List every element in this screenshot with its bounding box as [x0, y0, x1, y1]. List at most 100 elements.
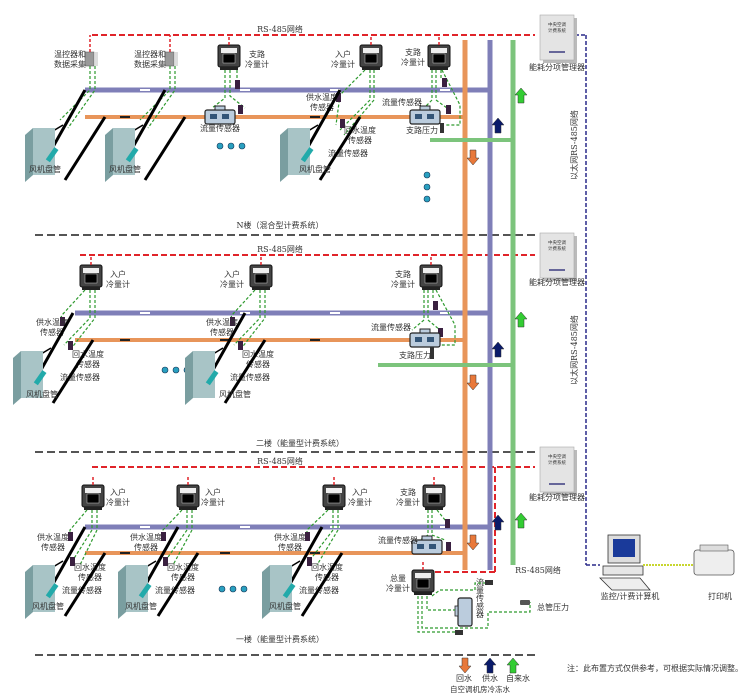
signal-wire	[63, 290, 91, 346]
coil-return-pipe	[63, 552, 107, 617]
temp-sensor-icon	[305, 532, 310, 541]
flow-sensor-body	[204, 109, 236, 125]
total-meter-label: 冷量计	[386, 583, 410, 593]
meter-label-area	[85, 488, 101, 493]
meter-base	[430, 67, 448, 70]
fan-coil-front	[33, 128, 55, 175]
temp-sensor-icon	[455, 630, 463, 635]
coil-flow-sensor	[33, 370, 47, 386]
flow-sensor-top	[214, 105, 226, 111]
cabinet-badge	[549, 483, 565, 485]
return-temp-label: 传感器	[76, 359, 100, 369]
floor-label: 一楼（能量型计费系统）	[236, 634, 324, 644]
cabinet-body	[539, 14, 575, 61]
meter-base	[325, 507, 343, 510]
meter-display	[254, 273, 268, 284]
return-temp-label: 传感器	[246, 359, 270, 369]
legend-tap-label: 自来水	[506, 673, 530, 683]
computer-label: 监控/计费计算机	[601, 591, 660, 601]
meter-label: 入户	[110, 487, 126, 497]
fan-coil-unit	[13, 312, 95, 405]
tap-water-arrow-icon	[514, 512, 528, 529]
return-temp-label: 回水温度	[167, 562, 199, 572]
coil-return-pipe	[223, 339, 267, 404]
signal-wire	[431, 510, 446, 541]
meter-display	[84, 273, 98, 284]
flow-sensor	[204, 105, 236, 125]
signal-wire	[427, 290, 441, 331]
meter-base	[82, 287, 100, 290]
ethernet-label: 以太网RS-485网络	[569, 110, 579, 180]
cabinet-badge	[549, 269, 565, 271]
fan-coil-front	[113, 128, 135, 175]
fan-coil-side	[280, 128, 288, 182]
supply-temp-label: 供水温度	[306, 92, 338, 102]
flow-sensor-side	[454, 605, 459, 617]
return-flow-arrow-icon	[466, 149, 480, 166]
fan-coil-label: 风机盘管	[26, 389, 58, 399]
fan-coil-front	[193, 351, 215, 398]
supply-temp-label: 供水温度	[274, 532, 306, 542]
more-units-dot	[240, 585, 248, 593]
monitor-screen	[613, 539, 635, 557]
meter-label-area	[180, 488, 196, 493]
collector-body	[164, 51, 175, 67]
meter-label: 冷量计	[220, 279, 244, 289]
coil-flow-sensor	[45, 147, 59, 163]
main-flow-sensor	[454, 597, 473, 627]
return-flow-arrow-icon	[466, 374, 480, 391]
meter-label: 冷量计	[201, 497, 225, 507]
temp-sensor-icon	[238, 105, 243, 114]
legend-supply-arrow-icon	[483, 657, 497, 674]
flow-sensor-window	[210, 114, 217, 119]
rs485-label: RS-485网络	[257, 456, 303, 466]
meter-display	[327, 493, 341, 504]
collector-label: 温控器和	[54, 49, 86, 59]
legend-return-label: 回水	[456, 673, 472, 683]
flow-sensor-window	[415, 337, 422, 342]
supply-temp-label: 供水温度	[37, 532, 69, 542]
more-units-dot	[423, 171, 431, 179]
meter-base	[422, 287, 440, 290]
collector-label: 数据采集	[54, 59, 86, 69]
signal-wire	[67, 66, 96, 129]
signal-wire	[233, 290, 261, 346]
main-flow-sensor-label: 流量传感器	[476, 577, 485, 619]
meter-display	[427, 493, 441, 504]
flow-sensor-window	[427, 337, 434, 342]
cold-meter	[419, 255, 443, 290]
energy-manager-label: 能耗分项管理器	[529, 492, 585, 502]
fan-coil-side	[25, 128, 33, 182]
pressure-sensor-icon	[430, 347, 434, 359]
signal-wire	[147, 66, 176, 129]
temp-sensor-icon	[336, 93, 341, 102]
temp-sensor-icon	[68, 341, 73, 350]
fan-coil-unit	[25, 89, 107, 182]
rs485-label: RS-485网络	[257, 24, 303, 34]
fan-coil-label: 风机盘管	[32, 601, 64, 611]
cold-meter	[322, 475, 346, 510]
signal-wire	[165, 510, 188, 561]
temp-sensor-icon	[163, 557, 168, 566]
cold-meter	[81, 475, 105, 510]
flow-sensor-window	[427, 114, 434, 119]
meter-label: 冷量计	[106, 279, 130, 289]
signal-wire	[316, 510, 339, 566]
supply-temp-label: 供水温度	[36, 317, 68, 327]
flow-sensor-label: 流量传感器	[378, 535, 418, 545]
cabinet-body	[539, 446, 575, 493]
supply-flow-arrow-icon	[491, 341, 505, 358]
fan-coil-side	[185, 351, 193, 405]
return-temp-label: 回水温度	[344, 125, 376, 135]
flow-sensor-window	[222, 114, 229, 119]
more-units-dot	[238, 142, 246, 150]
fan-coil-label: 风机盘管	[125, 601, 157, 611]
total-meter-label: 总量	[390, 573, 406, 583]
collector-terminal	[175, 52, 178, 66]
thermostat-collector	[84, 35, 98, 67]
return-temp-label: 回水温度	[242, 349, 274, 359]
temp-sensor-icon	[433, 301, 438, 310]
meter-label-area	[83, 268, 99, 273]
flow-sensor-top	[421, 535, 433, 541]
